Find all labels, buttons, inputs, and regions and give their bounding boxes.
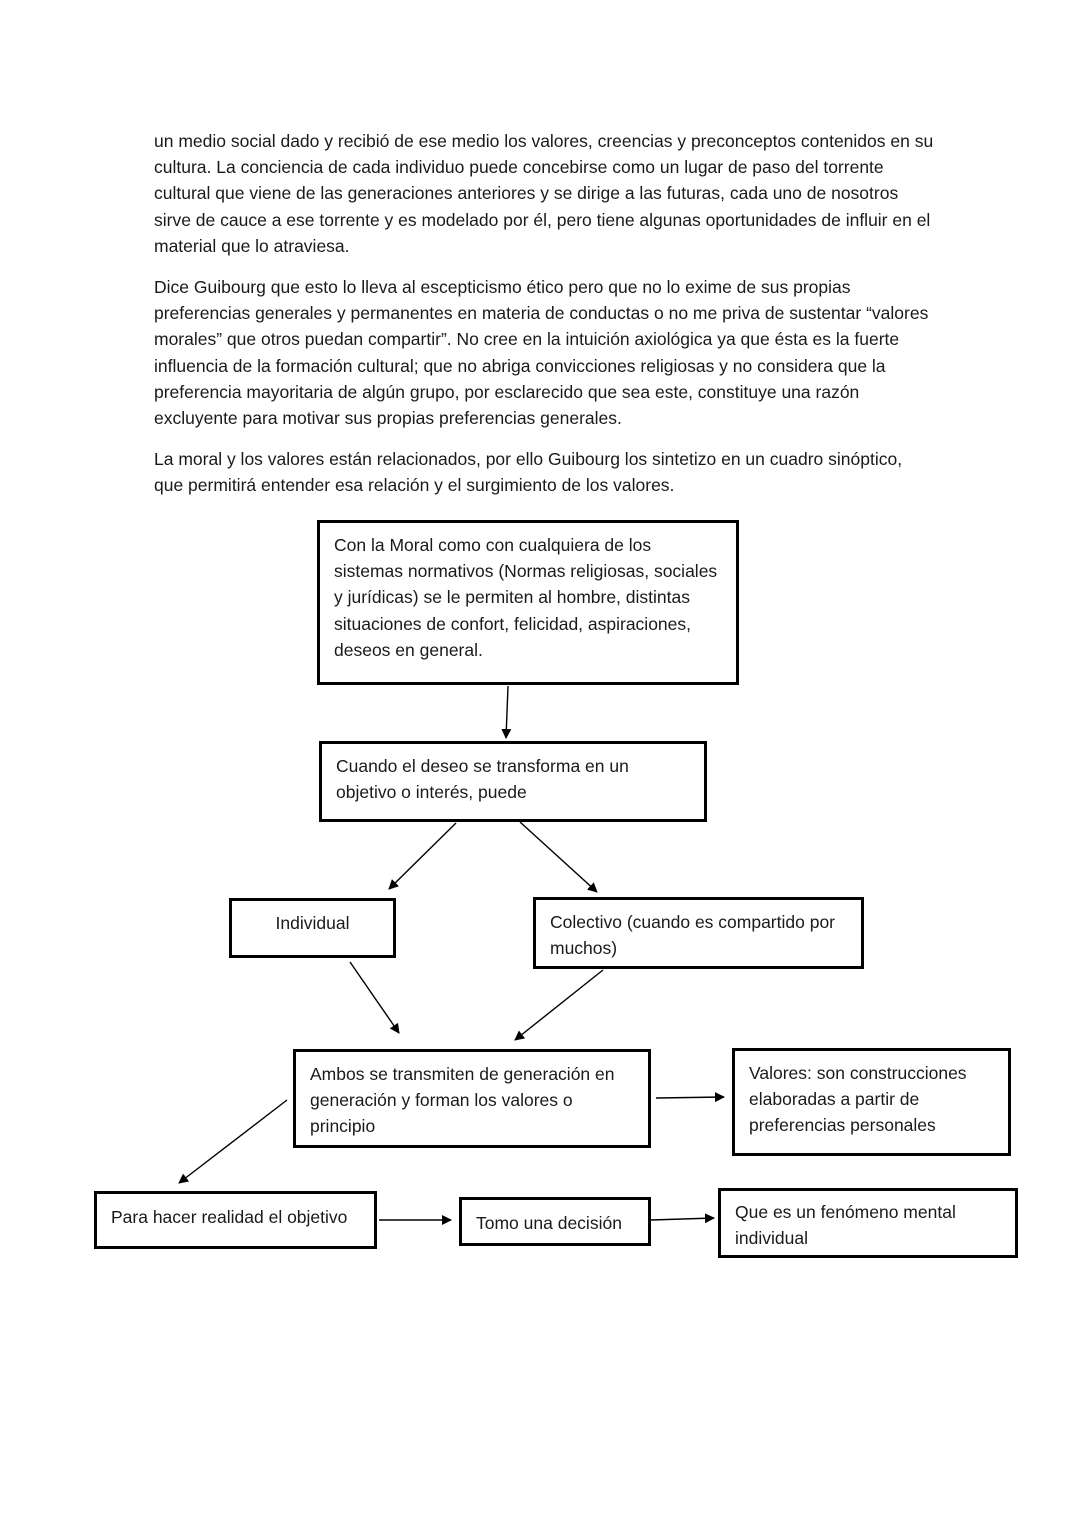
box-ambos-text: Ambos se transmiten de generación en gen… <box>310 1064 615 1137</box>
paragraph-synoptic-intro: La moral y los valores están relacionado… <box>154 449 903 496</box>
box-fenomeno-mental-text: Que es un fenómeno mental individual <box>735 1202 956 1249</box>
arrow-colectivo-to-ambos <box>514 969 604 1041</box>
arrow-individual-to-ambos <box>349 961 400 1034</box>
paragraph-cultural-torrent: un medio social dado y recibió de ese me… <box>154 131 934 256</box>
box-valores: Valores: son construcciones elaboradas a… <box>732 1048 1011 1156</box>
arrow-ambos-to-hacer <box>178 1099 288 1184</box>
box-hacer-realidad-text: Para hacer realidad el objetivo <box>111 1207 348 1227</box>
box-deseo: Cuando el deseo se transforma en un obje… <box>319 741 707 822</box>
box-colectivo-text: Colectivo (cuando es compartido por much… <box>550 912 836 959</box>
box-moral: Con la Moral como con cualquiera de los … <box>317 520 739 685</box>
box-individual: Individual <box>229 898 396 958</box>
box-valores-text: Valores: son construcciones elaboradas a… <box>749 1063 967 1136</box>
paragraph-ethical-skepticism: Dice Guibourg que esto lo lleva al escep… <box>154 277 929 429</box>
box-tomo-decision: Tomo una decisión <box>459 1197 651 1246</box>
box-ambos: Ambos se transmiten de generación en gen… <box>293 1049 651 1148</box>
box-fenomeno-mental: Que es un fenómeno mental individual <box>718 1188 1018 1258</box>
arrow-tomo-to-fenomeno <box>650 1213 715 1224</box>
box-individual-text: Individual <box>275 913 350 933</box>
box-colectivo: Colectivo (cuando es compartido por much… <box>533 897 864 969</box>
box-hacer-realidad: Para hacer realidad el objetivo <box>94 1191 377 1249</box>
arrow-deseo-to-colectivo <box>519 821 598 893</box>
arrow-deseo-to-individual <box>388 822 457 890</box>
arrow-ambos-to-valores <box>655 1092 725 1103</box>
box-deseo-text: Cuando el deseo se transforma en un obje… <box>336 756 629 803</box>
box-moral-text: Con la Moral como con cualquiera de los … <box>334 535 718 660</box>
box-tomo-decision-text: Tomo una decisión <box>476 1213 622 1233</box>
arrow-moral-to-deseo <box>501 685 512 739</box>
